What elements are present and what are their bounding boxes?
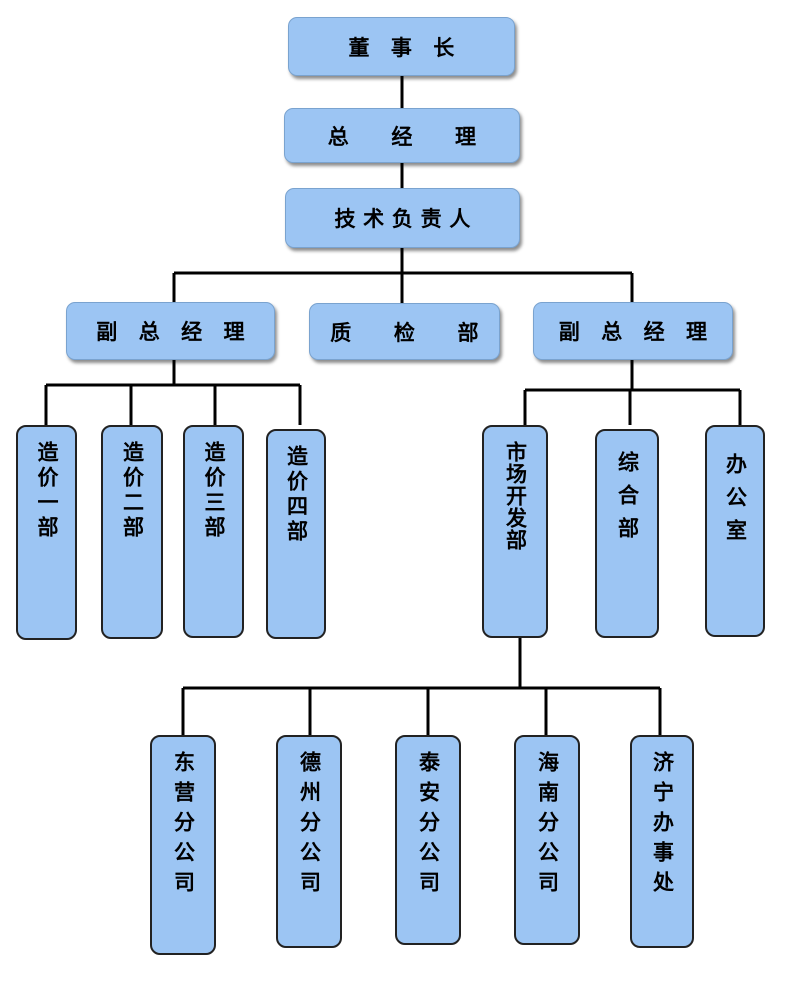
cost-dept-4-box: 造价四部 (266, 429, 326, 639)
branch-taian-label: 泰安分公司 (416, 751, 441, 901)
branch-taian-box: 泰安分公司 (395, 735, 461, 945)
office-jining-label: 济宁办事处 (650, 751, 675, 901)
office-box: 办公室 (705, 425, 765, 637)
cost-dept-1-box: 造价一部 (16, 425, 77, 640)
chairman-box: 董 事 长 (288, 17, 515, 76)
cost-dept-1-label: 造价一部 (35, 441, 59, 541)
branch-dongying-label: 东营分公司 (171, 751, 196, 901)
vice-gm-right-label: 副 总 经 理 (558, 320, 708, 344)
vice-gm-right-box: 副 总 经 理 (533, 302, 733, 360)
branch-dezhou-label: 德州分公司 (297, 751, 322, 901)
branch-dezhou-box: 德州分公司 (276, 735, 342, 948)
branch-dongying-box: 东营分公司 (150, 735, 216, 955)
branch-hainan-box: 海南分公司 (514, 735, 580, 945)
cost-dept-2-box: 造价二部 (101, 425, 163, 639)
cost-dept-2-label: 造价二部 (120, 441, 145, 541)
market-dept-box: 市场开发部 (482, 425, 548, 638)
branch-hainan-label: 海南分公司 (535, 751, 560, 901)
general-manager-box: 总 经 理 (284, 108, 520, 163)
cost-dept-3-box: 造价三部 (183, 425, 244, 638)
general-manager-label: 总 经 理 (327, 124, 477, 149)
market-dept-label: 市场开发部 (503, 441, 528, 551)
vice-gm-left-box: 副 总 经 理 (66, 302, 275, 360)
chairman-label: 董 事 长 (348, 35, 455, 60)
office-label: 办公室 (723, 453, 748, 552)
general-dept-box: 综合部 (595, 429, 659, 638)
technical-lead-label: 技 术 负 责 人 (334, 207, 471, 231)
office-jining-box: 济宁办事处 (630, 735, 694, 948)
technical-lead-box: 技 术 负 责 人 (285, 188, 520, 248)
cost-dept-3-label: 造价三部 (202, 441, 226, 541)
general-dept-label: 综合部 (615, 451, 640, 550)
quality-dept-label: 质 检 部 (330, 320, 479, 345)
vice-gm-left-label: 副 总 经 理 (96, 320, 245, 344)
cost-dept-4-label: 造价四部 (284, 445, 309, 545)
quality-dept-box: 质 检 部 (309, 303, 500, 360)
